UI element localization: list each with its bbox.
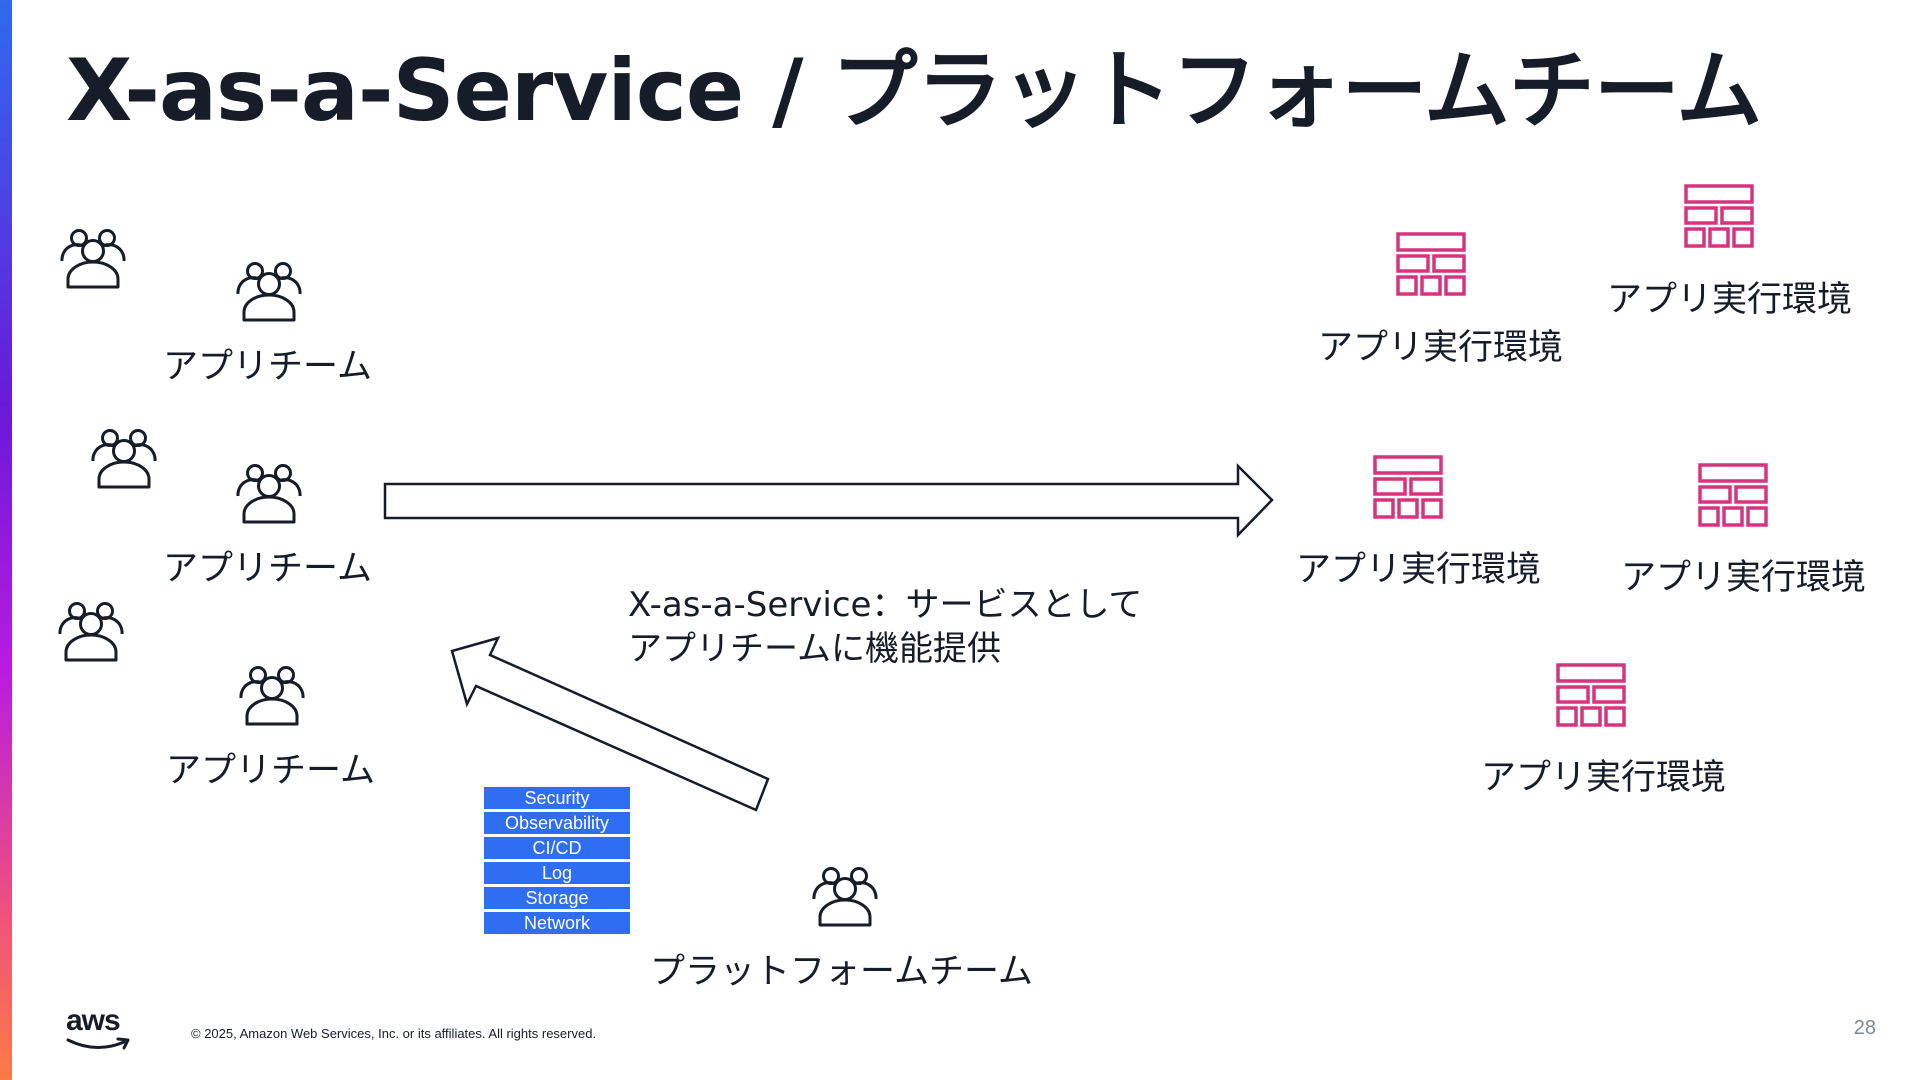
xaas-description-line: X-as-a-Service：サービスとして [628,585,1143,625]
capability-log: Log [484,862,630,884]
service-arrow [450,636,770,812]
runtime-icon [1373,455,1443,519]
app-team-label: アプリチーム [163,347,372,387]
capability-observability: Observability [484,812,630,834]
capability-stack: Security Observability CI/CD Log Storage… [484,787,630,937]
runtime-label: アプリ実行環境 [1481,758,1727,798]
copyright-text: © 2025, Amazon Web Services, Inc. or its… [191,1026,597,1041]
group-icon [236,262,302,322]
xaas-description: X-as-a-Service：サービスとして アプリチームに機能提供 [628,583,1142,671]
group-icon [60,229,126,289]
runtime-icon [1396,232,1466,296]
runtime-label: アプリ実行環境 [1318,328,1564,368]
group-icon [58,602,124,662]
app-team-label: アプリチーム [166,751,375,791]
aws-logo: aws [66,1006,136,1058]
capability-network: Network [484,912,630,934]
slide-title: X-as-a-Service / プラットフォームチーム [66,41,1762,141]
runtime-label: アプリ実行環境 [1621,558,1867,598]
group-icon [812,867,878,927]
page-number: 28 [1853,1017,1876,1039]
runtime-icon [1684,184,1754,248]
capability-cicd: CI/CD [484,837,630,859]
runtime-label: アプリ実行環境 [1296,550,1542,590]
runtime-icon [1556,663,1626,727]
accent-gradient-bar [0,0,12,1080]
app-team-label: アプリチーム [163,549,372,589]
provision-arrow [383,462,1274,539]
group-icon [236,464,302,524]
xaas-description-line: アプリチームに機能提供 [628,629,1001,669]
capability-security: Security [484,787,630,809]
runtime-label: アプリ実行環境 [1607,280,1853,320]
group-icon [91,429,157,489]
aws-smile-icon [66,1037,130,1050]
capability-storage: Storage [484,887,630,909]
platform-team-label: プラットフォームチーム [650,952,1033,992]
group-icon [239,666,305,726]
aws-logo-text: aws [66,1004,121,1037]
runtime-icon [1698,463,1768,527]
